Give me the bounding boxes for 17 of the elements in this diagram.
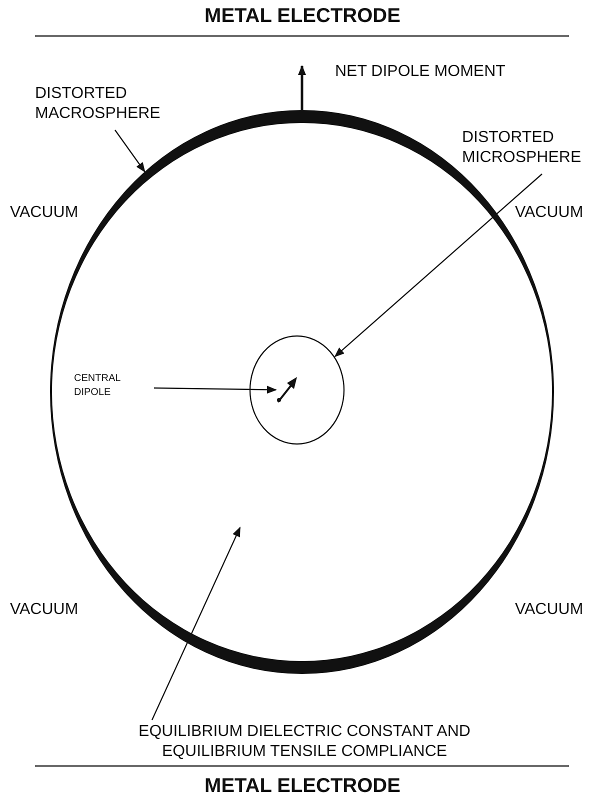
leader-line bbox=[154, 386, 277, 394]
region-label: VACUUM bbox=[10, 600, 80, 620]
region-label: VACUUM bbox=[515, 203, 584, 223]
region-label: VACUUM bbox=[515, 600, 584, 620]
leader-line bbox=[114, 130, 146, 172]
electrode-label: METAL ELECTRODE bbox=[204, 6, 402, 26]
callout-label: EQUILIBRIUM DIELECTRIC CONSTANT AND EQUILIBRIUM TENSILE COMPLIANCE bbox=[112, 722, 497, 766]
leader-line bbox=[334, 174, 542, 358]
region-label: VACUUM bbox=[10, 203, 80, 223]
callout-label: CENTRAL DIPOLE bbox=[74, 372, 154, 400]
callout-label: DISTORTED MACROSPHERE bbox=[35, 84, 215, 128]
leader-line bbox=[151, 526, 241, 720]
microsphere-circle bbox=[249, 335, 345, 445]
dipole-arrow-icon bbox=[276, 376, 298, 404]
electrode-label: METAL ELECTRODE bbox=[204, 776, 402, 796]
direction-label: NET DIPOLE MOMENT bbox=[335, 62, 506, 82]
callout-label: DISTORTED MICROSPHERE bbox=[462, 128, 587, 172]
